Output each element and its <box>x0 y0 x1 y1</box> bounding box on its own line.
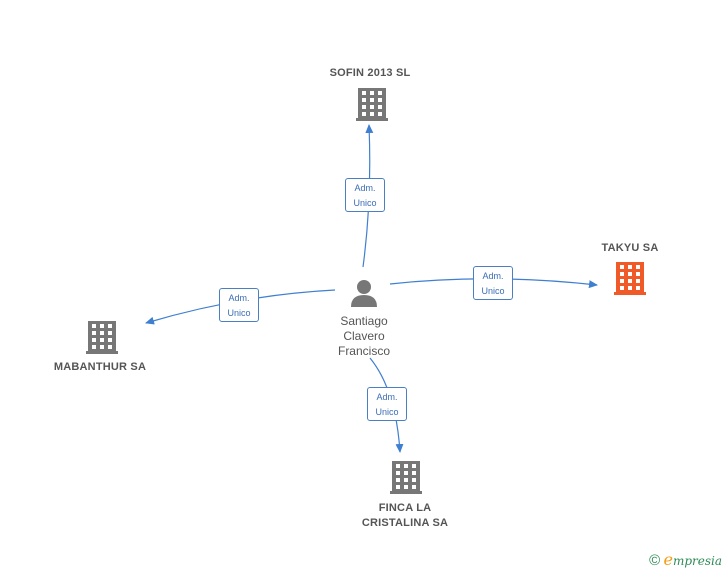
copyright-icon: © <box>649 552 661 569</box>
company-name-mabanthur[interactable]: MABANTHUR SA <box>53 361 147 373</box>
brand-rest: mpresia <box>672 554 722 568</box>
company-name-sofin[interactable]: SOFIN 2013 SL <box>329 67 411 79</box>
building-icon[interactable] <box>614 262 646 295</box>
building-icon[interactable] <box>390 461 422 494</box>
building-icon[interactable] <box>86 321 118 354</box>
edge-label-line1: Adm. <box>376 392 398 402</box>
edge-label-takyu: Adm. Unico <box>473 266 513 300</box>
edge-label-line1: Adm. <box>354 183 376 193</box>
edge-label-line1: Adm. <box>228 293 250 303</box>
edge-label-finca: Adm. Unico <box>367 387 407 421</box>
person-icon[interactable] <box>351 280 377 307</box>
edge-label-line1: Adm. <box>482 271 504 281</box>
company-name-finca[interactable]: FINCA LA CRISTALINA SA <box>361 502 449 529</box>
edge-label-sofin: Adm. Unico <box>345 178 385 212</box>
brand-initial: e <box>663 550 673 569</box>
brand-logo[interactable]: © empresia <box>649 550 722 569</box>
edge-label-mabanthur: Adm. Unico <box>219 288 259 322</box>
building-icon[interactable] <box>356 88 388 121</box>
edge-label-line2: Unico <box>227 308 251 318</box>
edge-label-line2: Unico <box>353 198 377 208</box>
edge-label-line2: Unico <box>375 407 399 417</box>
company-name-takyu[interactable]: TAKYU SA <box>601 242 659 254</box>
edge-label-line2: Unico <box>481 286 505 296</box>
person-name[interactable]: Santiago Clavero Francisco <box>337 314 390 358</box>
